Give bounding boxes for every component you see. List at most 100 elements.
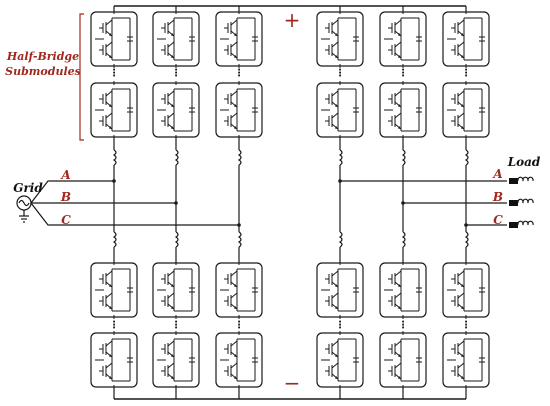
dc-bus-lines xyxy=(114,5,466,400)
upper-arm: ⋮ xyxy=(379,6,427,200)
submodule-annotation: Half-Bridge Submodules xyxy=(5,13,84,141)
lower-arm: ⋮ xyxy=(90,200,138,399)
inductor-icon xyxy=(112,149,117,166)
ground-icon xyxy=(19,210,29,223)
annotation-line-1: Half-Bridge xyxy=(6,50,79,63)
inductor-icon xyxy=(517,198,534,204)
capacitor-icon xyxy=(189,357,195,363)
inductor-icon xyxy=(464,149,469,166)
junction-dot xyxy=(464,223,468,227)
vertical-ellipsis: ⋮ xyxy=(398,68,408,79)
inductor-icon xyxy=(338,231,343,248)
upper-arm: ⋮ xyxy=(442,6,490,200)
load-phase-c: C xyxy=(493,213,503,227)
capacitor-icon xyxy=(189,287,195,293)
vertical-ellipsis: ⋮ xyxy=(234,68,244,79)
capacitor-icon xyxy=(353,357,359,363)
converter-arms: ⋮ ⋮ ⋮ ⋮ ⋮ ⋮ ⋮ ⋮ ⋮ ⋮ ⋮ ⋮ xyxy=(90,6,490,399)
load-terminal xyxy=(509,178,518,184)
upper-arm: ⋮ xyxy=(215,6,263,200)
load-phase-element xyxy=(509,176,534,184)
ac-source-icon xyxy=(16,195,32,211)
half-bridge-submodule xyxy=(90,10,138,68)
inductor-icon xyxy=(517,220,534,226)
grid-phase-a-wire xyxy=(30,180,114,204)
half-bridge-submodule xyxy=(379,10,427,68)
half-bridge-submodule xyxy=(152,10,200,68)
lower-arm: ⋮ xyxy=(379,200,427,399)
half-bridge-submodule xyxy=(379,81,427,139)
dc-plus-sign: + xyxy=(284,8,301,32)
capacitor-icon xyxy=(252,36,258,42)
capacitor-icon xyxy=(252,287,258,293)
capacitor-icon xyxy=(189,36,195,42)
vertical-ellipsis: ⋮ xyxy=(171,68,181,79)
capacitor-icon xyxy=(416,357,422,363)
capacitor-icon xyxy=(127,36,133,42)
vertical-ellipsis: ⋮ xyxy=(461,68,471,79)
junction-dot xyxy=(401,201,405,205)
inductor-icon xyxy=(174,231,179,248)
half-bridge-submodule xyxy=(316,261,364,319)
half-bridge-submodule xyxy=(442,261,490,319)
capacitor-icon xyxy=(416,287,422,293)
upper-arm: ⋮ xyxy=(90,6,138,200)
half-bridge-submodule xyxy=(215,81,263,139)
half-bridge-submodule xyxy=(442,10,490,68)
upper-arm: ⋮ xyxy=(316,6,364,200)
half-bridge-submodule xyxy=(90,261,138,319)
capacitor-icon xyxy=(353,107,359,113)
half-bridge-submodule xyxy=(379,331,427,389)
half-bridge-submodule xyxy=(442,81,490,139)
half-bridge-submodule xyxy=(215,331,263,389)
vertical-ellipsis: ⋮ xyxy=(109,320,119,331)
grid-phase-a: A xyxy=(60,168,70,182)
load-phase-b: B xyxy=(492,190,503,204)
vertical-ellipsis: ⋮ xyxy=(335,320,345,331)
dc-minus-sign: − xyxy=(284,371,301,395)
junction-dot xyxy=(174,201,178,205)
load-phase-a: A xyxy=(492,167,502,181)
capacitor-icon xyxy=(479,357,485,363)
inductor-icon xyxy=(517,176,534,182)
vertical-ellipsis: ⋮ xyxy=(171,320,181,331)
load-phase-element xyxy=(509,198,534,206)
capacitor-icon xyxy=(416,107,422,113)
half-bridge-submodule xyxy=(316,81,364,139)
grid-phase-c: C xyxy=(61,213,71,227)
load-elements xyxy=(509,176,534,228)
capacitor-icon xyxy=(127,287,133,293)
half-bridge-submodule xyxy=(215,261,263,319)
vertical-ellipsis: ⋮ xyxy=(335,68,345,79)
vertical-ellipsis: ⋮ xyxy=(461,320,471,331)
junction-dot xyxy=(338,179,342,183)
junction-dot xyxy=(112,179,116,183)
grid-label: Grid xyxy=(13,181,43,195)
lower-arm: ⋮ xyxy=(215,200,263,399)
annotation-line-2: Submodules xyxy=(5,65,81,78)
capacitor-icon xyxy=(353,36,359,42)
capacitor-icon xyxy=(479,107,485,113)
capacitor-icon xyxy=(353,287,359,293)
vertical-ellipsis: ⋮ xyxy=(398,320,408,331)
grid-phase-b: B xyxy=(60,190,71,204)
lower-arm: ⋮ xyxy=(442,200,490,399)
load-terminal xyxy=(509,222,518,228)
inductor-icon xyxy=(237,231,242,248)
inductor-icon xyxy=(464,231,469,248)
vertical-ellipsis: ⋮ xyxy=(109,68,119,79)
capacitor-icon xyxy=(127,107,133,113)
capacitor-icon xyxy=(252,107,258,113)
half-bridge-submodule xyxy=(152,81,200,139)
lower-arm: ⋮ xyxy=(316,200,364,399)
inductor-icon xyxy=(237,149,242,166)
junction-dot xyxy=(237,223,241,227)
load-phase-element xyxy=(509,220,534,228)
ac-wiring xyxy=(30,179,507,227)
inductor-icon xyxy=(401,149,406,166)
half-bridge-submodule xyxy=(316,10,364,68)
capacitor-icon xyxy=(252,357,258,363)
grid-phase-c-wire xyxy=(30,202,239,226)
half-bridge-submodule xyxy=(90,81,138,139)
